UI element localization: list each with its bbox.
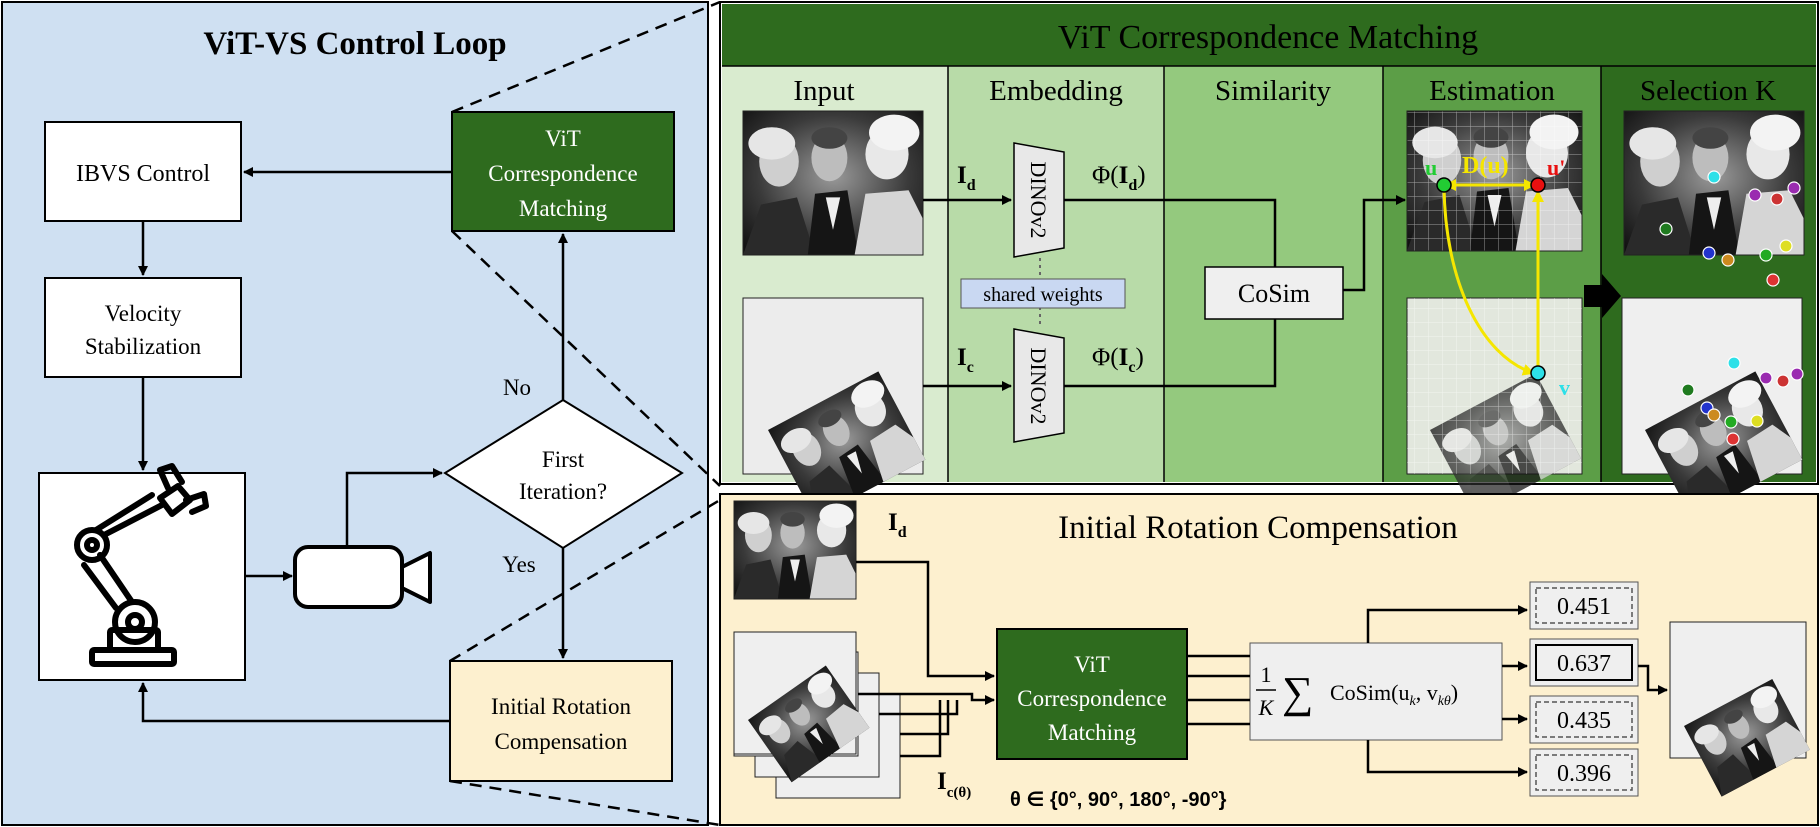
no-label: No <box>503 375 531 400</box>
formula-one: 1 <box>1261 662 1272 687</box>
irc-box-left: Initial Rotation Compensation <box>449 660 673 782</box>
input-image-current <box>742 297 926 519</box>
vit-left-line1: ViT <box>545 126 581 151</box>
col-selection-header: Selection K <box>1640 75 1776 107</box>
vit-bottom-line3: Matching <box>1048 720 1137 745</box>
dino-bottom-label: DINOv2 <box>1026 348 1051 425</box>
estimation-image-current <box>1406 297 1583 515</box>
dino-top-label: DINOv2 <box>1026 162 1051 239</box>
col-similarity-header: Similarity <box>1215 75 1332 107</box>
cosim-average-formula-box: 1 K ∑ CoSim(uk, vkθ) <box>1249 642 1503 741</box>
first-iteration-decision: First Iteration? <box>443 398 684 550</box>
selected-keypoints <box>1659 170 1804 446</box>
cosim-box: CoSim <box>1204 266 1344 320</box>
irc-id-label: Id <box>888 509 907 541</box>
dino-encoder-bottom: DINOv2 <box>1013 328 1065 443</box>
vit-matching-box-bottom: ViT Correspondence Matching <box>996 628 1188 760</box>
u-label: u <box>1425 155 1437 180</box>
velocity-stabilization-box: Velocity Stabilization <box>44 277 242 378</box>
id-label-top: Id <box>957 162 976 194</box>
score-box-2: 0.435 <box>1529 695 1639 744</box>
top-panel-title: ViT Correspondence Matching <box>1058 19 1478 56</box>
ibvs-control-label: IBVS Control <box>76 161 210 187</box>
dino-encoder-top: DINOv2 <box>1013 142 1065 258</box>
irc-rotated-stack <box>733 631 901 799</box>
vit-bottom-line2: Correspondence <box>1017 686 1166 711</box>
estimation-image-desired <box>1406 110 1583 252</box>
irc-output-image <box>1669 621 1810 797</box>
uprime-label: u' <box>1547 155 1565 180</box>
col-input-header: Input <box>793 75 854 107</box>
score-value-0: 0.451 <box>1557 594 1611 620</box>
camera-icon <box>293 545 432 609</box>
point-u-marker <box>1436 177 1452 193</box>
v-label: v <box>1559 375 1570 400</box>
point-uprime-marker <box>1530 177 1546 193</box>
shared-weights-badge: shared weights <box>960 278 1126 309</box>
bottom-panel-title: Initial Rotation Compensation <box>1058 510 1458 546</box>
score-value-3: 0.396 <box>1557 761 1611 787</box>
top-flow-arrows <box>923 195 1406 391</box>
score-box-0: 0.451 <box>1529 581 1639 630</box>
velocity-label-line1: Velocity <box>105 301 182 326</box>
decision-line2: Iteration? <box>519 479 607 504</box>
phi-d-label: Φ(Id) <box>1092 162 1146 194</box>
decision-line1: First <box>542 447 585 472</box>
selection-arrow <box>1584 274 1621 318</box>
robot-arm-icon <box>74 463 209 667</box>
score-box-3: 0.396 <box>1529 748 1639 797</box>
formula-sum: ∑ <box>1282 668 1313 717</box>
left-flow-arrows <box>138 167 568 723</box>
col-embedding-header: Embedding <box>989 75 1123 107</box>
vit-left-line3: Matching <box>519 196 608 221</box>
bottom-flow-arrows <box>856 560 1668 777</box>
col-estimation-header: Estimation <box>1429 75 1555 107</box>
correspondence-arrows <box>1442 179 1544 376</box>
irc-desired-image <box>733 500 857 600</box>
score-box-1-best: 0.637 <box>1529 638 1639 687</box>
yes-label: Yes <box>502 552 536 577</box>
irc-ic-label: Ic(θ) <box>937 768 971 801</box>
left-title: ViT-VS Control Loop <box>203 26 506 62</box>
velocity-label-line2: Stabilization <box>85 334 202 359</box>
selection-image-current <box>1621 297 1803 519</box>
vit-matching-box-left: ViT Correspondence Matching <box>451 111 675 232</box>
formula-body: CoSim(uk, vkθ) <box>1330 680 1458 709</box>
theta-set-label: θ ∈ {0°, 90°, 180°, -90°} <box>1010 789 1227 811</box>
score-value-2: 0.435 <box>1557 708 1611 734</box>
shared-weights-label: shared weights <box>983 284 1103 306</box>
cosim-label: CoSim <box>1238 279 1310 308</box>
vit-left-line2: Correspondence <box>488 161 637 186</box>
formula-k: K <box>1258 695 1275 720</box>
zoom-dashed-lines <box>449 0 721 827</box>
du-label: D(u) <box>1462 153 1509 179</box>
score-value-1: 0.637 <box>1557 651 1611 677</box>
irc-left-line2: Compensation <box>495 729 628 754</box>
input-image-desired <box>742 110 924 256</box>
phi-c-label: Φ(Ic) <box>1092 344 1144 376</box>
robot-arm-box <box>38 472 246 681</box>
ibvs-control-box: IBVS Control <box>44 121 242 222</box>
point-v-marker <box>1530 365 1546 381</box>
vit-bottom-line1: ViT <box>1074 652 1110 677</box>
irc-left-line1: Initial Rotation <box>491 694 631 719</box>
ic-label-top: Ic <box>957 344 974 376</box>
